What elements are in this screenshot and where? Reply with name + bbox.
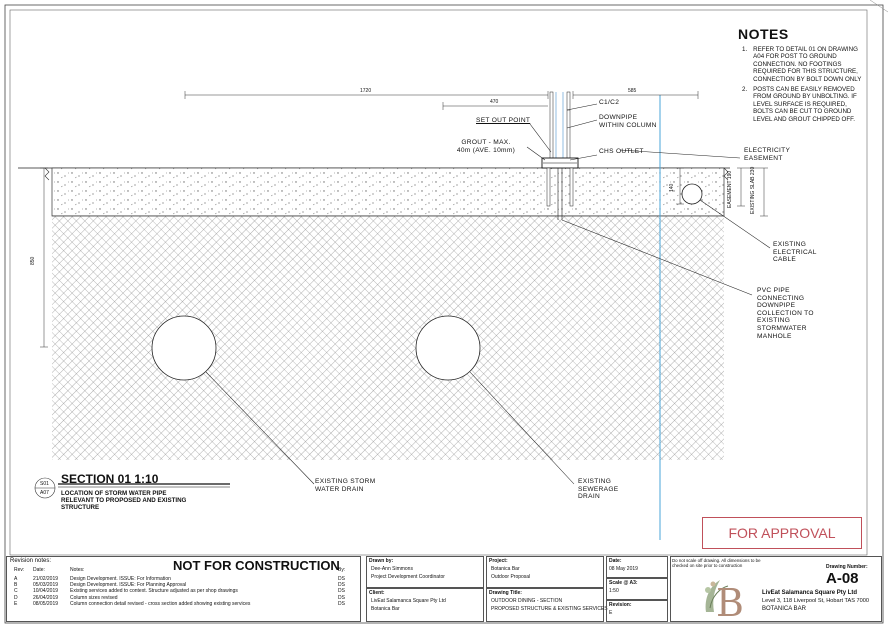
revision-date: 21/02/2019 [33, 576, 59, 582]
notes-title: NOTES [738, 26, 789, 42]
company-address: Level 3, 118 Liverpool St, Hobart TAS 70… [762, 598, 869, 604]
company-name: LivEat Salamanca Square Pty Ltd [762, 590, 858, 596]
section-ref-bottom: A07 [40, 490, 49, 496]
revision-note: Existing services added to context. Stru… [70, 588, 238, 595]
revision-row: E 08/05/2019 Column connection detail re… [14, 601, 354, 607]
revision-label: Revision: [609, 602, 632, 608]
col-notes: Notes: [70, 567, 85, 573]
date-label: Date: [609, 558, 622, 564]
label-chs-outlet: CHS OUTLET [599, 148, 644, 155]
note-text: REFER TO DETAIL 01 ON DRAWING A04 FOR PO… [753, 46, 862, 83]
dimension-1720: 1720 [360, 88, 372, 94]
dimension-585: 585 [628, 88, 637, 94]
revision-row: A 21/02/2019 Design Development. ISSUE: … [14, 576, 354, 582]
date-value: 08 May 2019 [609, 566, 638, 572]
revision-row: D 26/04/2019 Column sizes revised DS [14, 595, 354, 601]
svg-text:B: B [716, 581, 744, 622]
dimension-140: 140 [669, 183, 675, 192]
client-site: Botanica Bar [371, 606, 400, 612]
company-cell [670, 556, 882, 622]
col-date: Date: [33, 567, 45, 573]
label-sewerage-drain: EXISTING SEWERAGE DRAIN [578, 478, 619, 501]
drawing-number-label: Drawing Number: [826, 564, 868, 570]
not-for-construction-banner: NOT FOR CONSTRUCTION [173, 558, 340, 573]
revision-row: C 10/04/2019 Existing services added to … [14, 588, 354, 594]
dimension-850: 850 [30, 256, 36, 265]
col-by: By: [338, 567, 346, 573]
drawn-by-name: Dee-Ann Simmons [371, 566, 413, 572]
label-electricity-easement: ELECTRICITY EASEMENT [744, 147, 791, 162]
revision-date: 08/05/2019 [33, 600, 59, 607]
revision-date: 26/04/2019 [33, 594, 59, 601]
dimension-easement: EASEMENT 190 [727, 170, 733, 208]
project-sub: Outdoor Proposal [491, 574, 531, 580]
scale-cell [606, 578, 668, 600]
drawn-by-role: Project Development Coordinator [371, 574, 445, 580]
notes-list: 1. REFER TO DETAIL 01 ON DRAWING A04 FOR… [742, 46, 864, 123]
revision-note: Design Development. ISSUE: For Planning … [70, 582, 187, 589]
label-pvc-pipe: PVC PIPE CONNECTING DOWNPIPE COLLECTION … [757, 287, 814, 340]
date-cell [606, 556, 668, 578]
note-number: 2. [742, 86, 748, 94]
disclaimer: Do not scale off drawing. All dimensions… [672, 558, 761, 569]
botanica-logo: B [705, 580, 744, 622]
revision-by: DS [338, 600, 345, 607]
client-cell [366, 588, 484, 622]
revision-row: B 05/03/2019 Design Development. ISSUE: … [14, 582, 354, 588]
revision-note: Column sizes revised [70, 594, 118, 601]
revision-rows: A 21/02/2019 Design Development. ISSUE: … [14, 576, 354, 607]
revision-panel [6, 556, 361, 622]
label-storm-drain: EXISTING STORM WATER DRAIN [315, 478, 376, 493]
venue-name: BOTANICA BAR [762, 606, 806, 612]
dimension-470: 470 [490, 99, 499, 105]
note-number: 1. [742, 46, 748, 53]
drawing-title-line1: OUTDOOR DINING - SECTION [491, 598, 563, 604]
drawing-number: A-08 [826, 570, 859, 587]
drawing-title-line2: PROPOSED STRUCTURE & EXISTING SERVICES [491, 606, 608, 612]
drawn-by-label: Drawn by: [369, 558, 394, 564]
revision-code: B [14, 582, 18, 589]
drawing-title-cell [486, 588, 604, 622]
drawn-by-cell [366, 556, 484, 588]
revision-heading: Revision notes: [10, 558, 52, 564]
approval-stamp: FOR APPROVAL [702, 517, 862, 549]
revision-code: A [14, 576, 18, 582]
scale-label: Scale @ A3: [609, 580, 638, 586]
revision-value: E [609, 610, 613, 616]
revision-note: Column connection detail revised - cross… [70, 600, 251, 607]
drawing-title-label: Drawing Title: [489, 590, 522, 596]
client-name: LivEat Salamanca Square Pty Ltd [371, 598, 446, 604]
revision-cell [606, 600, 668, 622]
scale-value: 1:50 [609, 588, 619, 594]
label-c1c2: C1/C2 [599, 99, 620, 106]
section-subtitle: LOCATION OF STORM WATER PIPE RELEVANT TO… [61, 490, 187, 512]
project-name: Botanica Bar [491, 566, 520, 572]
section-ref-top: S01 [40, 481, 49, 487]
label-set-out-point: SET OUT POINT [476, 117, 531, 124]
revision-code: C [14, 588, 18, 595]
note-item: 2. POSTS CAN BE EASILY REMOVED FROM GROU… [742, 86, 864, 123]
label-grout: GROUT - MAX. 40m (AVE. 10mm) [456, 139, 516, 154]
section-title: SECTION 01 1:10 [61, 472, 159, 486]
revision-date: 05/03/2019 [33, 582, 59, 589]
note-text: POSTS CAN BE EASILY REMOVED FROM GROUND … [753, 86, 857, 123]
revision-by: DS [338, 576, 345, 582]
note-item: 1. REFER TO DETAIL 01 ON DRAWING A04 FOR… [742, 46, 864, 83]
revision-code: E [14, 600, 18, 607]
dimension-slab: EXISTING SLAB 230 [750, 166, 756, 214]
revision-note: Design Development. ISSUE: For Informati… [70, 576, 171, 582]
project-label: Project: [489, 558, 508, 564]
revision-by: DS [338, 594, 345, 601]
col-rev: Rev: [14, 567, 25, 573]
project-cell [486, 556, 604, 588]
label-downpipe: DOWNPIPE WITHIN COLUMN [599, 114, 657, 129]
label-electrical-cable: EXISTING ELECTRICAL CABLE [773, 241, 817, 264]
revision-by: DS [338, 582, 345, 589]
client-label: Client: [369, 590, 385, 596]
revision-code: D [14, 594, 18, 601]
revision-date: 10/04/2019 [33, 588, 59, 595]
revision-by: DS [338, 588, 345, 595]
